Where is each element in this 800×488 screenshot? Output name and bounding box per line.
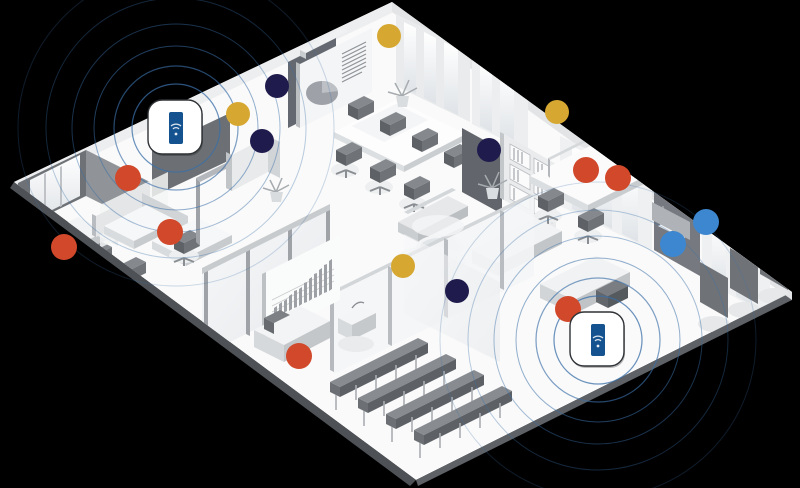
plant-icon: [477, 171, 508, 199]
room-auditorium: [202, 204, 512, 458]
location-marker-navy[interactable]: [250, 129, 274, 153]
ap-signal-glyph-icon: [170, 123, 182, 130]
location-marker-blue[interactable]: [660, 231, 686, 257]
location-marker-navy[interactable]: [445, 279, 469, 303]
signal-ring: [113, 65, 239, 191]
location-marker-navy[interactable]: [477, 138, 501, 162]
ap-led-icon: [174, 132, 178, 136]
location-marker-orange[interactable]: [573, 157, 599, 183]
location-marker-blue[interactable]: [693, 209, 719, 235]
location-marker-gold[interactable]: [545, 100, 569, 124]
ap-signal-glyph-icon: [592, 335, 604, 342]
location-marker-orange[interactable]: [51, 234, 77, 260]
marker-dot[interactable]: [660, 231, 686, 257]
bar-chart-bars: [274, 259, 332, 318]
marker-dot[interactable]: [286, 343, 312, 369]
marker-dot[interactable]: [573, 157, 599, 183]
signal-ring: [17, 0, 335, 287]
location-marker-orange[interactable]: [157, 219, 183, 245]
marker-dot[interactable]: [115, 165, 141, 191]
location-marker-orange[interactable]: [286, 343, 312, 369]
marker-dot[interactable]: [377, 24, 401, 48]
access-point-icon[interactable]: [147, 99, 203, 156]
location-marker-gold[interactable]: [226, 102, 250, 126]
plant-icon: [262, 177, 290, 202]
location-marker-navy[interactable]: [265, 74, 289, 98]
plant-icon: [387, 79, 418, 107]
signal-ring: [493, 235, 703, 445]
marker-dot[interactable]: [250, 129, 274, 153]
projection-screen: [262, 235, 340, 339]
ap-led-icon: [596, 344, 600, 348]
marker-dot[interactable]: [265, 74, 289, 98]
signal-ring: [535, 277, 661, 403]
auditorium-seating: [330, 338, 512, 458]
ceiling-fixture: [412, 215, 464, 237]
marker-dot[interactable]: [605, 165, 631, 191]
signal-ring: [515, 257, 681, 423]
access-point-icon[interactable]: [569, 311, 625, 368]
marker-dot[interactable]: [51, 234, 77, 260]
presentation-board: [296, 28, 372, 128]
signal-ring: [553, 295, 643, 385]
marker-dot[interactable]: [693, 209, 719, 235]
marker-dot[interactable]: [477, 138, 501, 162]
signal-ring: [93, 45, 259, 211]
signal-ring: [467, 209, 729, 471]
signal-ring: [439, 181, 757, 488]
signal-ring: [45, 0, 307, 259]
markers-layer: [51, 24, 719, 369]
signal-ring: [131, 83, 221, 173]
room-conference: [288, 2, 528, 212]
location-marker-gold[interactable]: [377, 24, 401, 48]
location-marker-orange[interactable]: [605, 165, 631, 191]
access-points-layer: [147, 99, 625, 368]
marker-dot[interactable]: [545, 100, 569, 124]
marker-dot[interactable]: [157, 219, 183, 245]
location-marker-gold[interactable]: [391, 254, 415, 278]
floor-contents: [18, 2, 790, 458]
marker-dot[interactable]: [445, 279, 469, 303]
marker-dot[interactable]: [226, 102, 250, 126]
location-marker-orange[interactable]: [115, 165, 141, 191]
marker-dot[interactable]: [391, 254, 415, 278]
podium: [338, 301, 376, 352]
